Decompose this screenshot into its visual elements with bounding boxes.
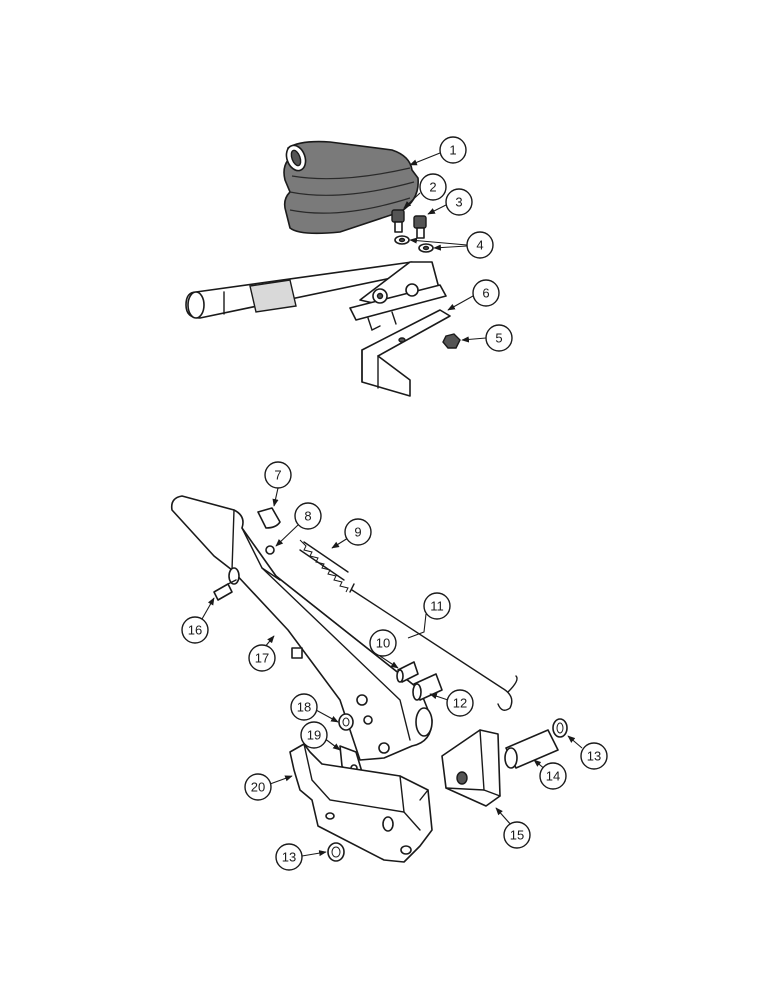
clip-13-lower [327,842,345,862]
nut-5 [442,333,461,349]
callout-9: 9 [344,518,372,546]
svg-text:20: 20 [251,780,265,795]
callout-18: 18 [290,693,318,721]
callout-16: 16 [181,616,209,644]
callout-13-lower: 13 [275,843,303,871]
callout-10: 10 [369,629,397,657]
svg-text:14: 14 [546,769,560,784]
clip-13-upper [552,718,568,738]
callout-14: 14 [539,762,567,790]
svg-text:9: 9 [354,525,361,540]
callout-4: 4 [466,231,494,259]
callout-12: 12 [446,689,474,717]
svg-text:12: 12 [453,696,467,711]
callout-17: 17 [248,644,276,672]
callout-1: 1 [439,136,467,164]
mounting-bracket [361,309,451,397]
callout-3: 3 [445,188,473,216]
svg-text:6: 6 [482,286,489,301]
svg-text:7: 7 [274,468,281,483]
pin-14 [504,729,559,769]
svg-text:4: 4 [476,238,483,253]
svg-text:1: 1 [449,143,456,158]
ring-18 [338,713,354,731]
callouts: 1 2 3 4 6 5 7 8 9 11 10 12 16 17 18 19 2… [181,136,608,871]
lower-assembly [170,495,568,863]
svg-text:8: 8 [304,509,311,524]
svg-text:13: 13 [587,749,601,764]
block-15 [441,729,501,807]
svg-text:5: 5 [495,331,502,346]
base-bracket-20 [289,743,433,863]
callout-8: 8 [294,502,322,530]
svg-text:15: 15 [510,828,524,843]
bushing-8 [265,545,275,555]
svg-text:17: 17 [255,651,269,666]
rubber-boot [283,140,419,235]
upper-assembly [185,140,461,397]
callout-19: 19 [300,721,328,749]
svg-text:11: 11 [430,599,444,614]
svg-text:19: 19 [307,728,321,743]
callout-7: 7 [264,461,292,489]
callout-5: 5 [485,324,513,352]
cap-7 [257,507,281,529]
handbrake-lever-upper [185,261,421,319]
rod-11 [349,583,518,711]
svg-text:18: 18 [297,700,311,715]
callout-2: 2 [419,173,447,201]
svg-text:3: 3 [455,195,462,210]
svg-text:13: 13 [282,850,296,865]
bolt-2 [391,209,405,233]
svg-text:10: 10 [376,636,390,651]
bolt-3 [413,215,427,239]
svg-text:2: 2 [429,180,436,195]
ratchet-mechanism [349,261,447,331]
callout-20: 20 [244,773,272,801]
spring-9 [299,539,349,593]
lever-body [170,495,433,761]
svg-text:16: 16 [188,623,202,638]
bushing-12 [412,673,443,701]
callout-15: 15 [503,821,531,849]
washers-4 [394,235,434,253]
callout-13-upper: 13 [580,742,608,770]
callout-11: 11 [423,592,451,620]
callout-6: 6 [472,279,500,307]
pin-10 [396,661,419,683]
screw-16 [213,579,237,601]
